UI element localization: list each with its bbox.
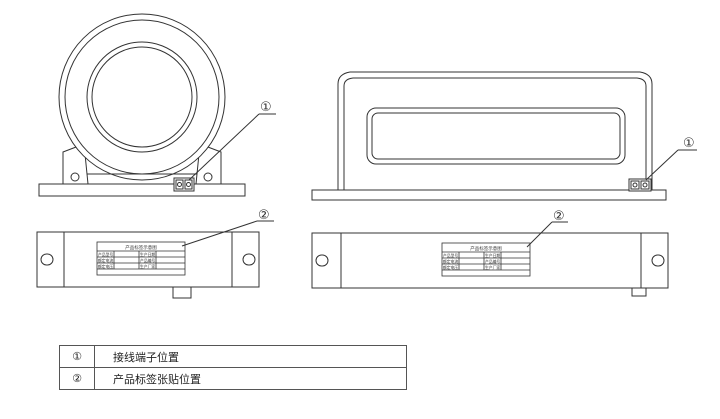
callout-2-left: ② [258, 208, 270, 223]
terminal [631, 287, 647, 297]
inner-hole [91, 46, 193, 148]
mounting-base [311, 189, 667, 201]
label-field: 额定电压 [443, 265, 458, 270]
leader-line-2-right [526, 221, 553, 248]
label-field: 额定电压 [98, 264, 113, 269]
legend-text: 产品标签张贴位置 [94, 367, 407, 390]
housing-outline [337, 71, 653, 191]
label-plate-title: 产品标签示意图 [125, 244, 157, 251]
callout-1-right: ① [683, 136, 695, 151]
label-field: 产品编号 [485, 259, 500, 264]
label-plate-right [441, 242, 531, 277]
legend-text: 接线端子位置 [94, 345, 407, 368]
round-transformer-front-view [38, 13, 276, 197]
leader-line-1-right [645, 149, 679, 181]
label-field: 额定电流 [98, 258, 113, 263]
callout-1-left: ① [260, 100, 272, 115]
legend-number: ② [59, 367, 95, 390]
leader-line-2-left [181, 220, 258, 247]
label-field: 产品型号 [443, 253, 458, 258]
terminal [172, 286, 192, 299]
label-field: 产品型号 [98, 252, 113, 257]
label-field: 生产厂家 [140, 264, 155, 269]
label-plate-title: 产品标签示意图 [470, 245, 502, 252]
leader-line-1 [188, 113, 260, 181]
label-field: 生产日期 [485, 253, 500, 258]
technical-drawing: ① ① 产品标签示意图 产品型号 生产日期 额定电流 产品编号 [36, 13, 697, 299]
legend-row: ② 产品标签张贴位置 [59, 367, 407, 390]
terminal-block [173, 177, 195, 192]
legend-number: ① [59, 345, 95, 368]
label-field: 生产厂家 [485, 265, 500, 270]
legend-row: ① 接线端子位置 [59, 345, 407, 368]
label-field: 产品编号 [140, 258, 155, 263]
rect-transformer-front-view [311, 71, 697, 201]
mounting-base [38, 183, 246, 197]
left-mounting-hole [70, 172, 80, 182]
terminal-block [628, 178, 652, 192]
legend-table: ① 接线端子位置 ② 产品标签张贴位置 [59, 345, 407, 390]
label-field: 额定电流 [443, 259, 458, 264]
outer-ring [58, 13, 226, 181]
window [366, 107, 626, 165]
label-field: 生产日期 [140, 252, 155, 257]
callout-2-right: ② [553, 209, 565, 224]
right-mounting-hole [203, 172, 213, 182]
label-plate-left [96, 241, 186, 276]
inner-ring-edge [86, 41, 198, 153]
